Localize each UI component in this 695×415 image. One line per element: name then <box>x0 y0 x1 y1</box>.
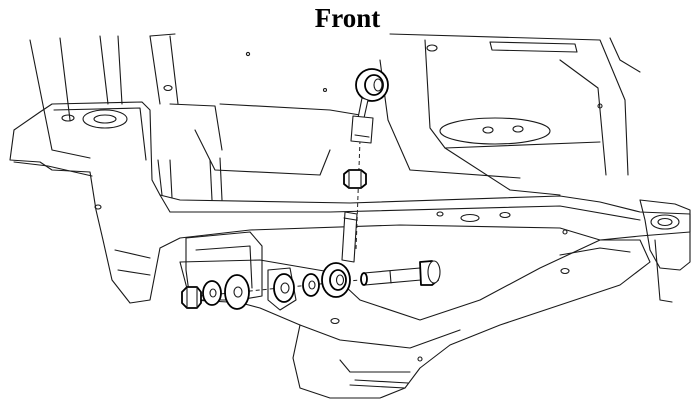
subframe <box>10 102 690 303</box>
lower-link-rod <box>342 212 357 262</box>
install-axis-vertical <box>356 140 360 250</box>
figure-title: Front <box>314 3 381 33</box>
mounting-bolt <box>361 261 440 285</box>
vehicle-body-outline <box>30 34 640 195</box>
lower-control-arm <box>180 240 650 398</box>
rod-end-bearing <box>322 263 350 297</box>
spacer-washers <box>203 274 319 309</box>
upper-link-rod <box>351 69 388 143</box>
lock-nut <box>182 287 201 308</box>
jam-nut <box>344 170 366 188</box>
